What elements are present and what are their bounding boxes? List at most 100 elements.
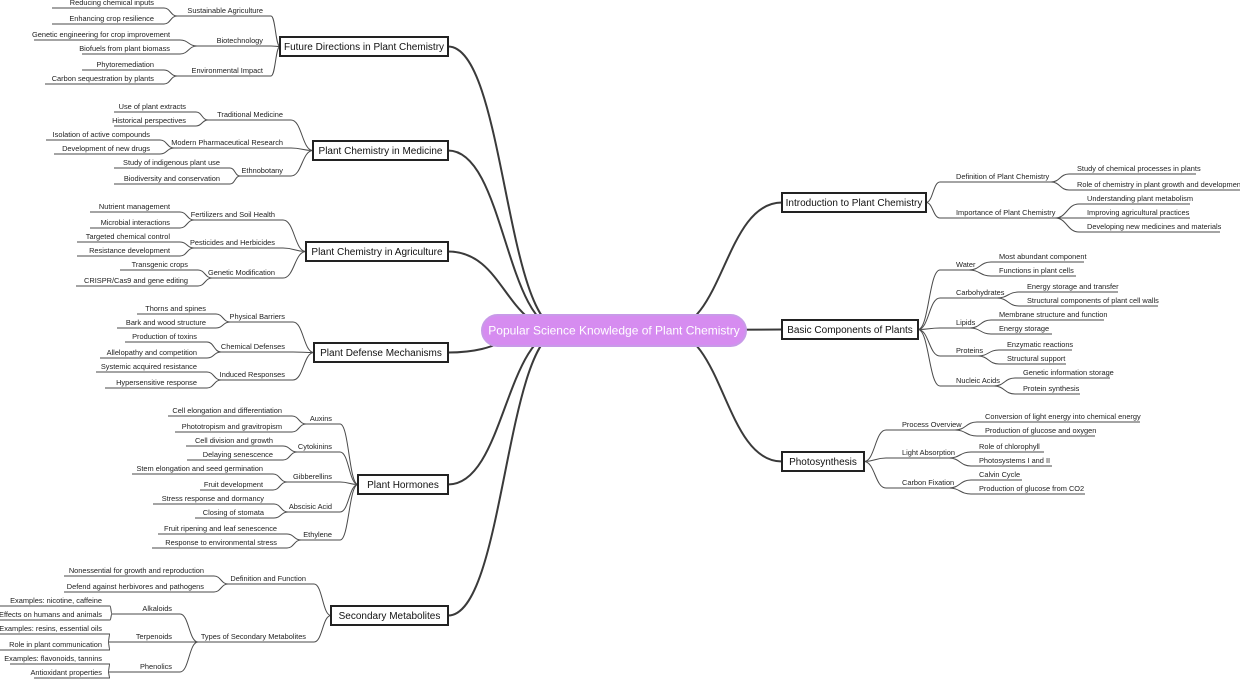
leaf-hypersensitive-response[interactable]: Hypersensitive response xyxy=(105,378,207,389)
branch-future-directions-in-plant-chemistry[interactable]: Future Directions in Plant Chemistry xyxy=(279,36,449,57)
leaf-enzymatic-reactions[interactable]: Enzymatic reactions xyxy=(999,340,1073,351)
node-environmental-impact[interactable]: Environmental Impact xyxy=(177,66,271,77)
leaf-production-of-glucose-and-oxygen[interactable]: Production of glucose and oxygen xyxy=(977,426,1096,437)
leaf-stem-elongation-and-seed-germination[interactable]: Stem elongation and seed germination xyxy=(132,464,273,475)
leaf-bark-and-wood-structure[interactable]: Bark and wood structure xyxy=(117,318,216,329)
node-biotechnology[interactable]: Biotechnology xyxy=(197,36,271,47)
leaf-nutrient-management[interactable]: Nutrient management xyxy=(90,202,180,213)
leaf-cell-division-and-growth[interactable]: Cell division and growth xyxy=(186,436,283,447)
node-auxins[interactable]: Auxins xyxy=(306,414,340,425)
leaf-transgenic-crops[interactable]: Transgenic crops xyxy=(120,260,198,271)
leaf-fruit-development[interactable]: Fruit development xyxy=(200,480,273,491)
leaf-genetic-engineering-for-crop-improvement[interactable]: Genetic engineering for crop improvement xyxy=(32,30,180,41)
node-physical-barriers[interactable]: Physical Barriers xyxy=(230,312,293,323)
node-modern-pharmaceutical-research[interactable]: Modern Pharmaceutical Research xyxy=(171,138,291,149)
leaf-reducing-chemical-inputs[interactable]: Reducing chemical inputs xyxy=(52,0,164,9)
node-nucleic-acids[interactable]: Nucleic Acids xyxy=(940,376,1000,387)
leaf-role-of-chlorophyll[interactable]: Role of chlorophyll xyxy=(971,442,1044,453)
leaf-phytoremediation[interactable]: Phytoremediation xyxy=(82,60,164,71)
leaf-resistance-development[interactable]: Resistance development xyxy=(77,246,180,257)
leaf-developing-new-medicines-and-materials[interactable]: Developing new medicines and materials xyxy=(1079,222,1222,233)
leaf-protein-synthesis[interactable]: Protein synthesis xyxy=(1015,384,1080,395)
leaf-historical-perspectives[interactable]: Historical perspectives xyxy=(112,116,196,127)
node-terpenoids[interactable]: Terpenoids xyxy=(108,632,180,643)
leaf-thorns-and-spines[interactable]: Thorns and spines xyxy=(137,304,216,315)
node-fertilizers-and-soil-health[interactable]: Fertilizers and Soil Health xyxy=(191,210,283,221)
node-traditional-medicine[interactable]: Traditional Medicine xyxy=(208,110,291,121)
leaf-use-of-plant-extracts[interactable]: Use of plant extracts xyxy=(114,102,196,113)
leaf-membrane-structure-and-function[interactable]: Membrane structure and function xyxy=(991,310,1107,321)
node-genetic-modification[interactable]: Genetic Modification xyxy=(208,268,283,279)
node-carbohydrates[interactable]: Carbohydrates xyxy=(940,288,1005,299)
node-abscisic-acid[interactable]: Abscisic Acid xyxy=(288,502,340,513)
leaf-energy-storage[interactable]: Energy storage xyxy=(991,324,1052,335)
node-carbon-fixation[interactable]: Carbon Fixation xyxy=(886,478,954,489)
leaf-examples-resins-essential-oils[interactable]: Examples: resins, essential oils xyxy=(0,624,110,635)
branch-plant-chemistry-in-agriculture[interactable]: Plant Chemistry in Agriculture xyxy=(305,241,449,262)
leaf-delaying-senescence[interactable]: Delaying senescence xyxy=(187,450,283,461)
node-phenolics[interactable]: Phenolics xyxy=(108,662,180,673)
branch-plant-chemistry-in-medicine[interactable]: Plant Chemistry in Medicine xyxy=(312,140,449,161)
leaf-cell-elongation-and-differentiation[interactable]: Cell elongation and differentiation xyxy=(168,406,292,417)
leaf-understanding-plant-metabolism[interactable]: Understanding plant metabolism xyxy=(1079,194,1193,205)
leaf-stress-response-and-dormancy[interactable]: Stress response and dormancy xyxy=(153,494,274,505)
leaf-improving-agricultural-practices[interactable]: Improving agricultural practices xyxy=(1079,208,1190,219)
leaf-closing-of-stomata[interactable]: Closing of stomata xyxy=(195,508,274,519)
node-water[interactable]: Water xyxy=(940,260,976,271)
node-light-absorption[interactable]: Light Absorption xyxy=(886,448,955,459)
leaf-production-of-toxins[interactable]: Production of toxins xyxy=(125,332,207,343)
leaf-role-in-plant-communication[interactable]: Role in plant communication xyxy=(0,640,110,651)
leaf-development-of-new-drugs[interactable]: Development of new drugs xyxy=(54,144,160,155)
node-pesticides-and-herbicides[interactable]: Pesticides and Herbicides xyxy=(190,238,283,249)
leaf-fruit-ripening-and-leaf-senescence[interactable]: Fruit ripening and leaf senescence xyxy=(158,524,287,535)
leaf-examples-flavonoids-tannins[interactable]: Examples: flavonoids, tannins xyxy=(4,654,110,665)
leaf-genetic-information-storage[interactable]: Genetic information storage xyxy=(1015,368,1114,379)
leaf-carbon-sequestration-by-plants[interactable]: Carbon sequestration by plants xyxy=(45,74,164,85)
leaf-energy-storage-and-transfer[interactable]: Energy storage and transfer xyxy=(1019,282,1119,293)
leaf-study-of-chemical-processes-in-plants[interactable]: Study of chemical processes in plants xyxy=(1069,164,1201,175)
leaf-enhancing-crop-resilience[interactable]: Enhancing crop resilience xyxy=(52,14,164,25)
leaf-calvin-cycle[interactable]: Calvin Cycle xyxy=(971,470,1022,481)
leaf-crispr-cas9-and-gene-editing[interactable]: CRISPR/Cas9 and gene editing xyxy=(76,276,198,287)
leaf-biofuels-from-plant-biomass[interactable]: Biofuels from plant biomass xyxy=(79,44,180,55)
node-induced-responses[interactable]: Induced Responses xyxy=(220,370,293,381)
leaf-phototropism-and-gravitropism[interactable]: Phototropism and gravitropism xyxy=(175,422,292,433)
node-sustainable-agriculture[interactable]: Sustainable Agriculture xyxy=(177,6,271,17)
branch-photosynthesis[interactable]: Photosynthesis xyxy=(781,451,865,472)
leaf-isolation-of-active-compounds[interactable]: Isolation of active compounds xyxy=(46,130,160,141)
leaf-functions-in-plant-cells[interactable]: Functions in plant cells xyxy=(991,266,1076,277)
leaf-antioxidant-properties[interactable]: Antioxidant properties xyxy=(31,668,111,679)
node-ethnobotany[interactable]: Ethnobotany xyxy=(240,166,291,177)
leaf-response-to-environmental-stress[interactable]: Response to environmental stress xyxy=(152,538,287,549)
leaf-defend-against-herbivores-and-pathogens[interactable]: Defend against herbivores and pathogens xyxy=(64,582,214,593)
leaf-conversion-of-light-energy-into-chemical-energy[interactable]: Conversion of light energy into chemical… xyxy=(977,412,1141,423)
node-process-overview[interactable]: Process Overview xyxy=(886,420,962,431)
branch-plant-hormones[interactable]: Plant Hormones xyxy=(357,474,449,495)
node-alkaloids[interactable]: Alkaloids xyxy=(112,604,180,615)
branch-basic-components-of-plants[interactable]: Basic Components of Plants xyxy=(781,319,919,340)
leaf-systemic-acquired-resistance[interactable]: Systemic acquired resistance xyxy=(96,362,207,373)
leaf-structural-components-of-plant-cell-walls[interactable]: Structural components of plant cell wall… xyxy=(1019,296,1159,307)
leaf-effects-on-humans-and-animals[interactable]: Effects on humans and animals xyxy=(0,610,110,621)
node-importance-of-plant-chemistry[interactable]: Importance of Plant Chemistry xyxy=(940,208,1056,219)
node-definition-and-function[interactable]: Definition and Function xyxy=(228,574,314,585)
branch-secondary-metabolites[interactable]: Secondary Metabolites xyxy=(330,605,449,626)
node-chemical-defenses[interactable]: Chemical Defenses xyxy=(221,342,293,353)
node-definition-of-plant-chemistry[interactable]: Definition of Plant Chemistry xyxy=(940,172,1051,183)
leaf-targeted-chemical-control[interactable]: Targeted chemical control xyxy=(77,232,180,243)
branch-introduction-to-plant-chemistry[interactable]: Introduction to Plant Chemistry xyxy=(781,192,927,213)
central-topic[interactable]: Popular Science Knowledge of Plant Chemi… xyxy=(481,314,747,347)
node-cytokinins[interactable]: Cytokinins xyxy=(297,442,340,453)
leaf-examples-nicotine-caffeine[interactable]: Examples: nicotine, caffeine xyxy=(0,596,110,607)
leaf-study-of-indigenous-plant-use[interactable]: Study of indigenous plant use xyxy=(114,158,230,169)
node-lipids[interactable]: Lipids xyxy=(940,318,976,329)
leaf-role-of-chemistry-in-plant-growth-and-development[interactable]: Role of chemistry in plant growth and de… xyxy=(1069,180,1240,191)
node-gibberellins[interactable]: Gibberellins xyxy=(287,472,340,483)
node-ethylene[interactable]: Ethylene xyxy=(301,530,340,541)
leaf-nonessential-for-growth-and-reproduction[interactable]: Nonessential for growth and reproduction xyxy=(64,566,214,577)
branch-plant-defense-mechanisms[interactable]: Plant Defense Mechanisms xyxy=(313,342,449,363)
leaf-allelopathy-and-competition[interactable]: Allelopathy and competition xyxy=(100,348,207,359)
leaf-structural-support[interactable]: Structural support xyxy=(999,354,1066,365)
leaf-production-of-glucose-from-co2[interactable]: Production of glucose from CO2 xyxy=(971,484,1085,495)
leaf-microbial-interactions[interactable]: Microbial interactions xyxy=(90,218,180,229)
